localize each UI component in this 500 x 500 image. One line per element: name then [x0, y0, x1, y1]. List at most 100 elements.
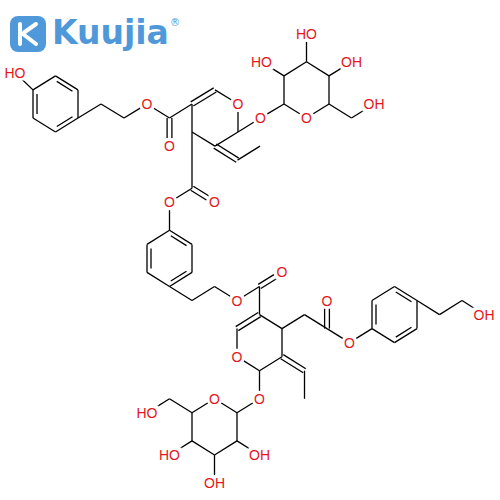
bond-line: [283, 355, 306, 369]
bond-line: [191, 88, 214, 102]
atom-label: OH: [363, 96, 386, 111]
bond-line: [192, 287, 215, 301]
bond-line: [221, 403, 237, 413]
bond-line: [267, 104, 284, 114]
bond-line: [305, 315, 328, 329]
bond-line: [191, 413, 192, 441]
atom-label: O: [254, 111, 267, 126]
bond-line: [101, 104, 124, 118]
atom-label: O: [321, 293, 334, 308]
bond-line: [171, 236, 187, 246]
bond-line: [284, 62, 307, 76]
bond-line: [329, 309, 330, 329]
bond-line: [191, 160, 192, 188]
atom-label: O: [231, 293, 244, 308]
bond-line: [237, 112, 238, 132]
bond-line: [166, 118, 167, 138]
atom-label: O: [343, 335, 356, 350]
bond-line: [193, 92, 216, 106]
bond-line: [237, 403, 253, 413]
bond-line: [192, 403, 208, 413]
bond-line: [372, 329, 395, 343]
bond-line: [192, 132, 215, 146]
bond-line: [147, 272, 170, 286]
bond-line: [307, 62, 330, 76]
bond-line: [170, 399, 193, 413]
atom-label: O: [300, 111, 313, 126]
bond-line: [32, 90, 33, 118]
bond-line: [191, 132, 192, 160]
bond-line: [215, 132, 238, 146]
bond-line: [259, 371, 260, 391]
bond-line: [416, 301, 417, 329]
bond-line: [77, 90, 78, 118]
bond-line: [215, 441, 238, 455]
atom-label: O: [253, 391, 266, 406]
bond-line: [169, 210, 170, 230]
bond-line: [238, 317, 260, 331]
bond-line: [281, 329, 282, 357]
bond-line: [170, 104, 193, 118]
bond-line: [191, 104, 192, 132]
atom-label: HO: [4, 65, 27, 80]
bond-line: [214, 455, 215, 475]
atom-label: OH: [248, 447, 271, 462]
logo-icon: [10, 16, 46, 52]
bond-line: [191, 244, 192, 272]
bond-line: [417, 301, 440, 315]
bond-line: [440, 301, 463, 315]
bond-line: [147, 230, 170, 244]
bond-line: [154, 108, 170, 118]
atom-label: O: [231, 349, 244, 364]
bond-line: [36, 94, 37, 114]
bond-line: [375, 305, 376, 325]
atom-label: O: [208, 391, 221, 406]
bond-line: [215, 90, 231, 100]
bond-line: [236, 413, 237, 441]
bond-line: [371, 301, 372, 329]
bond-line: [284, 104, 300, 114]
bond-line: [193, 186, 209, 196]
bond-line: [356, 329, 372, 339]
atom-label: HO: [158, 447, 181, 462]
bond-line: [150, 248, 151, 268]
bond-line: [215, 287, 231, 297]
bond-line: [33, 118, 56, 132]
atom-label: HO: [250, 54, 273, 69]
bond-line: [261, 279, 277, 289]
bond-line: [176, 188, 192, 198]
bond-line: [258, 275, 274, 285]
bond-line: [313, 104, 329, 114]
atom-label: OH: [340, 54, 363, 69]
bond-line: [328, 76, 329, 104]
bond-line: [238, 146, 261, 160]
bond-line: [244, 287, 260, 297]
bond-line: [146, 244, 147, 272]
bond-line: [283, 76, 284, 104]
atom-label: HO: [136, 405, 159, 420]
bond-line: [191, 190, 207, 200]
atom-label: O: [208, 195, 221, 210]
bond-line: [216, 144, 239, 158]
bond-line: [244, 361, 260, 371]
watermark: Kuujia: [52, 15, 169, 51]
bond-line: [281, 359, 304, 373]
bond-line: [214, 148, 237, 162]
bond-line: [282, 315, 305, 329]
atom-label: OH: [473, 307, 496, 322]
bond-line: [304, 371, 305, 399]
bond-line: [260, 357, 283, 371]
bond-line: [327, 329, 343, 339]
bond-line: [260, 315, 283, 329]
bond-line: [57, 81, 73, 91]
bond-line: [324, 309, 325, 329]
bond-line: [124, 108, 140, 118]
bond-line: [259, 287, 260, 315]
atom-label: HO: [295, 26, 318, 41]
registered-mark: ®: [170, 17, 180, 28]
atom-label: O: [141, 96, 154, 111]
bond-line: [372, 287, 395, 301]
atom-label: O: [163, 139, 176, 154]
